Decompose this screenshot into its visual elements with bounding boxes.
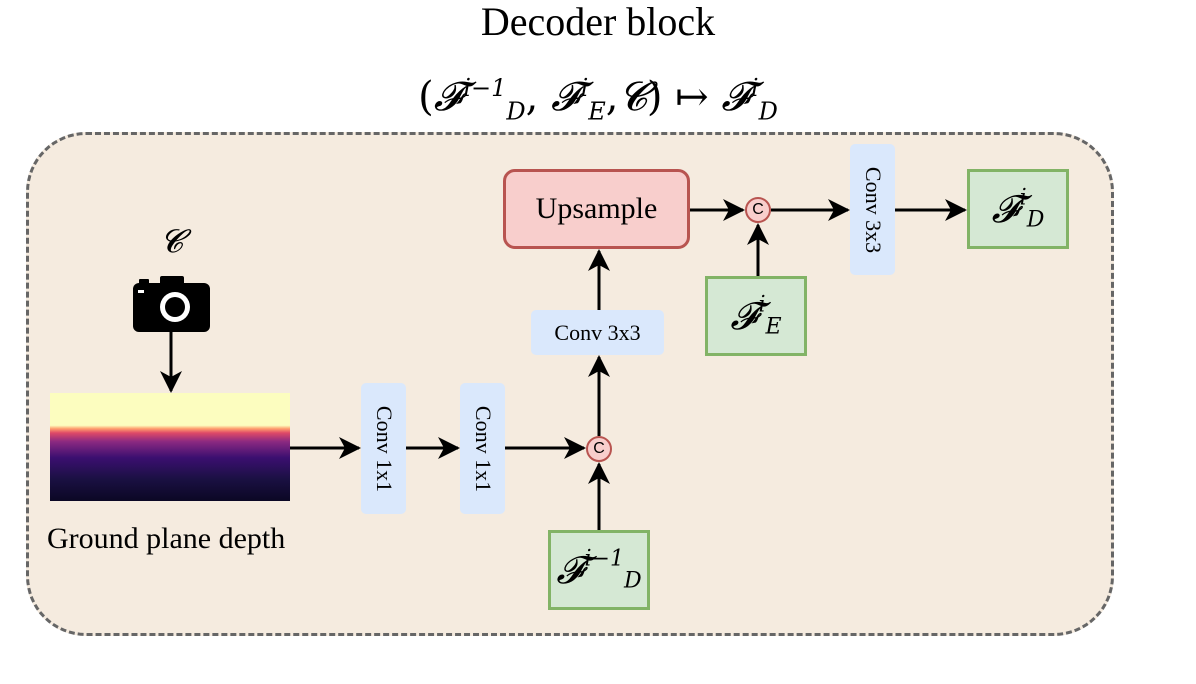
formula-f3-sub: D <box>758 97 778 126</box>
conv-3x3-block-a: Conv 3x3 <box>531 310 664 355</box>
fe-base: 𝓕 <box>730 293 759 338</box>
formula-f1-base: 𝓕 <box>433 74 464 120</box>
conv-3x3-block-b: Conv 3x3 <box>850 144 895 275</box>
formula-f2-sub: E <box>588 97 606 126</box>
camera-icon <box>133 276 210 332</box>
formula-f1-sup: i−1 <box>463 74 507 103</box>
upsample-block: Upsample <box>503 169 690 249</box>
fd-prev-base: 𝓕 <box>556 547 585 592</box>
formula-paren-open: ( <box>418 74 434 120</box>
formula-c: 𝓒 <box>618 74 647 120</box>
formula-f3-sup: i <box>750 74 759 103</box>
fd-prev-sup: i−1 <box>584 546 624 572</box>
diagram-title: Decoder block <box>480 0 716 44</box>
formula-paren-close: ) <box>646 74 663 120</box>
formula-maps-to: ↦ <box>662 74 722 120</box>
formula-f2-sup: i <box>580 74 589 103</box>
depth-label: Ground plane depth <box>47 522 286 555</box>
fe-sub: E <box>765 314 782 340</box>
fd-prev-sub: D <box>623 568 642 594</box>
fd-out-sup: i <box>1019 185 1027 211</box>
conv-1x1-block-b: Conv 1x1 <box>460 383 505 514</box>
formula-comma-2: , <box>605 74 619 120</box>
decoder-formula: (𝓕i−1D, 𝓕iE,𝓒) ↦ 𝓕iD <box>0 74 1196 124</box>
concat-node-lower: C <box>586 436 612 462</box>
conv-1x1-block-a: Conv 1x1 <box>361 383 406 514</box>
formula-f3-base: 𝓕 <box>721 74 751 120</box>
concat-node-upper: C <box>745 197 771 223</box>
fe-sup: i <box>758 292 766 318</box>
ground-plane-depth-image <box>50 393 290 501</box>
formula-f1-sub: D <box>506 97 526 126</box>
fd-out-base: 𝓕 <box>991 186 1020 231</box>
formula-comma-1: , <box>525 74 552 120</box>
camera-label: 𝓒 <box>160 222 183 260</box>
formula-f2-base: 𝓕 <box>551 74 581 120</box>
fd-out-sub: D <box>1026 207 1045 233</box>
